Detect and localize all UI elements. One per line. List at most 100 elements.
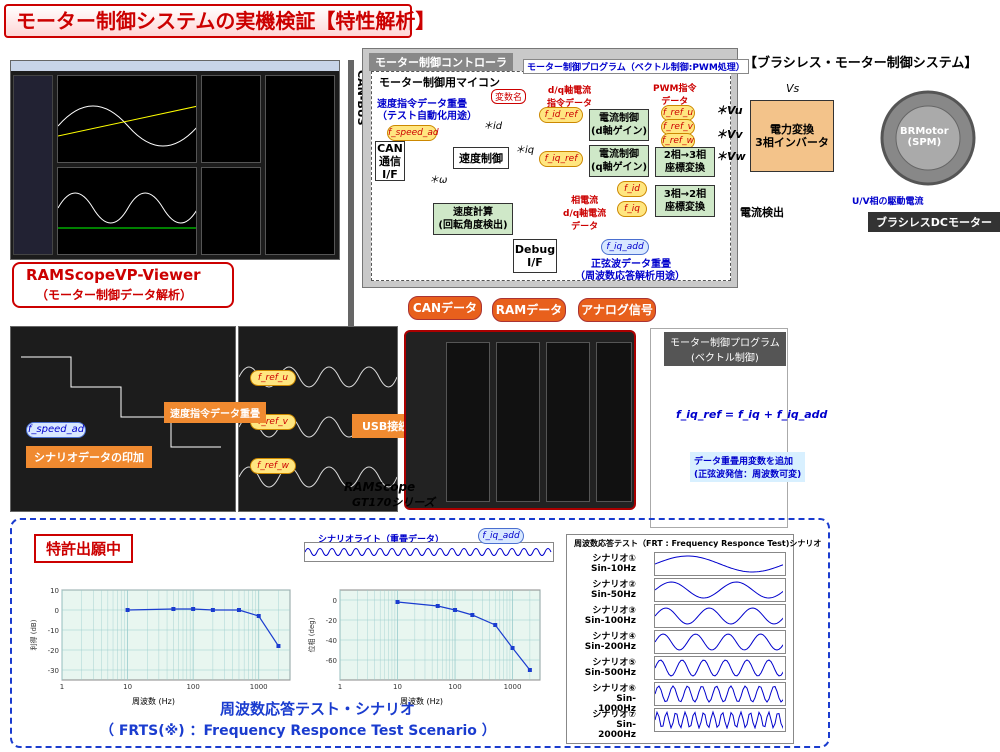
frt-title: 周波数応答テスト（FRT : Frequency Responce Test)シ… [574, 539, 822, 548]
mcu-label: モーター制御用マイコン [379, 76, 500, 89]
motor-icon [872, 88, 984, 188]
scenario-wave [654, 682, 786, 706]
conv-23-block: 2相→3相 座標変換 [655, 147, 715, 177]
viewer-subtitle: （モーター制御データ解析） [36, 288, 193, 302]
current-q-block: 電流制御 (q軸ゲイン) [589, 145, 649, 177]
vu-label: ＊Vu [716, 104, 743, 117]
conv-32-block: 3相→2相 座標変換 [655, 185, 715, 217]
viewer-toolbar [11, 61, 339, 71]
device-brand: RAMScope [344, 480, 416, 494]
scenario-freq: Sin-50Hz [590, 590, 636, 600]
x-tick-label: 1000 [504, 683, 522, 691]
inverter-block: 電力変換 3相インバータ [750, 100, 834, 172]
y-tick-label: 0 [333, 597, 337, 605]
id-label: ＊id [483, 121, 503, 132]
var-f-ref-u-bubble: f_ref_u [250, 370, 296, 386]
scenario-freq: Sin-1000Hz [598, 694, 636, 714]
scenario-wave [654, 708, 786, 732]
speed-cmd-sub: （テスト自動化用途） [377, 111, 477, 122]
scenario-name: シナリオ⑥ [592, 684, 636, 694]
viewer-title: RAMScopeVP-Viewer [26, 266, 201, 284]
program-box-title: モーター制御プログラム (ベクトル制御) [664, 332, 786, 366]
data-point [276, 644, 281, 648]
speed-overlay-tag: 速度指令データ重畳 [164, 402, 266, 423]
var-f-iq-add-bottom: f_iq_add [478, 528, 524, 544]
plot-area [339, 589, 541, 681]
scenario-print-label: シナリオデータの印加 [26, 446, 152, 468]
sine-sub: （周波数応答解析用途） [575, 271, 685, 282]
data-point [510, 646, 515, 650]
viewer-plot-2 [57, 167, 199, 255]
scenario-wave [654, 552, 786, 576]
current-detect-label: 電流検出 [740, 206, 784, 219]
y-tick-label: -40 [326, 637, 337, 645]
var-f-ref-w-bubble: f_ref_w [250, 458, 296, 474]
x-tick-label: 10 [123, 683, 132, 691]
iq-label: ＊iq [515, 145, 535, 156]
drive-current-label: U/V相の駆動電流 [852, 197, 924, 207]
can-bus-line [348, 60, 354, 330]
var-f-iq-add: f_iq_add [601, 239, 649, 255]
sine-label: 正弦波データ重畳 [591, 259, 671, 270]
scenario-freq: Sin-100Hz [584, 616, 636, 626]
scenario-name: シナリオ③ [592, 606, 636, 616]
var-f-id-ref: f_id_ref [539, 107, 583, 123]
program-label: モーター制御プログラム（ベクトル制御:PWM処理） [523, 59, 749, 74]
current-d-block: 電流制御 (d軸ゲイン) [589, 109, 649, 141]
y-tick-label: -60 [326, 657, 337, 665]
var-f-iq-ref: f_iq_ref [539, 151, 583, 167]
pwm-cmd-label: PWM指令 データ [653, 84, 697, 107]
scenario-name: シナリオ⑦ [592, 710, 636, 720]
controller-title: モーター制御コントローラ [369, 53, 513, 71]
viewer-meter-1 [201, 75, 261, 163]
speed-cmd-label: 速度指令データ重畳 [377, 99, 467, 110]
x-tick-label: 10 [393, 683, 402, 691]
debug-if-block: Debug I/F [513, 239, 557, 273]
scenario-freq: Sin-200Hz [584, 642, 636, 652]
scenario-freq: Sin-500Hz [584, 668, 636, 678]
scenario-freq: Sin-2000Hz [598, 720, 636, 740]
vw-label: ＊Vw [716, 150, 746, 163]
x-tick-label: 1 [60, 683, 64, 691]
viewer-sidebar [13, 75, 53, 255]
data-point [395, 600, 400, 604]
brushless-title: 【ブラシレス・モーター制御システム】 [744, 56, 978, 71]
device-series: GT170シリーズ [352, 496, 435, 509]
scenario-freq: Sin-10Hz [590, 564, 636, 574]
speed-calc-block: 速度計算 (回転角度検出) [433, 203, 513, 235]
vs-label: Vs [786, 82, 800, 95]
dq-cmd-label: d/q軸電流 指令データ [547, 86, 593, 109]
y-axis-label: 位相 (deg) [307, 617, 316, 652]
data-point [191, 607, 196, 611]
y-tick-label: 10 [50, 587, 59, 595]
page-title: モーター制御システムの実機検証【特性解析】 [4, 4, 435, 38]
program-formula: f_iq_ref = f_iq + f_iq_add [676, 408, 828, 421]
data-point [171, 607, 176, 611]
omega-label: ＊ω [429, 175, 448, 186]
var-f-speed-ad: f_speed_ad [387, 125, 439, 141]
gt170-device [404, 330, 636, 510]
y-tick-label: 0 [55, 607, 59, 615]
viewer-label-box [12, 262, 234, 308]
x-tick-label: 100 [448, 683, 461, 691]
data-point [453, 608, 458, 612]
motor-label: BRMotor (SPM) [900, 126, 949, 148]
data-point [236, 608, 241, 612]
data-point [210, 608, 215, 612]
gain-xlabel: 周波数 (Hz) [132, 697, 175, 706]
frts-line2: （ FRTS(※) ：Frequency Responce Test Scena… [100, 723, 496, 739]
scenario-name: シナリオ① [592, 554, 636, 564]
x-tick-label: 1 [338, 683, 342, 691]
